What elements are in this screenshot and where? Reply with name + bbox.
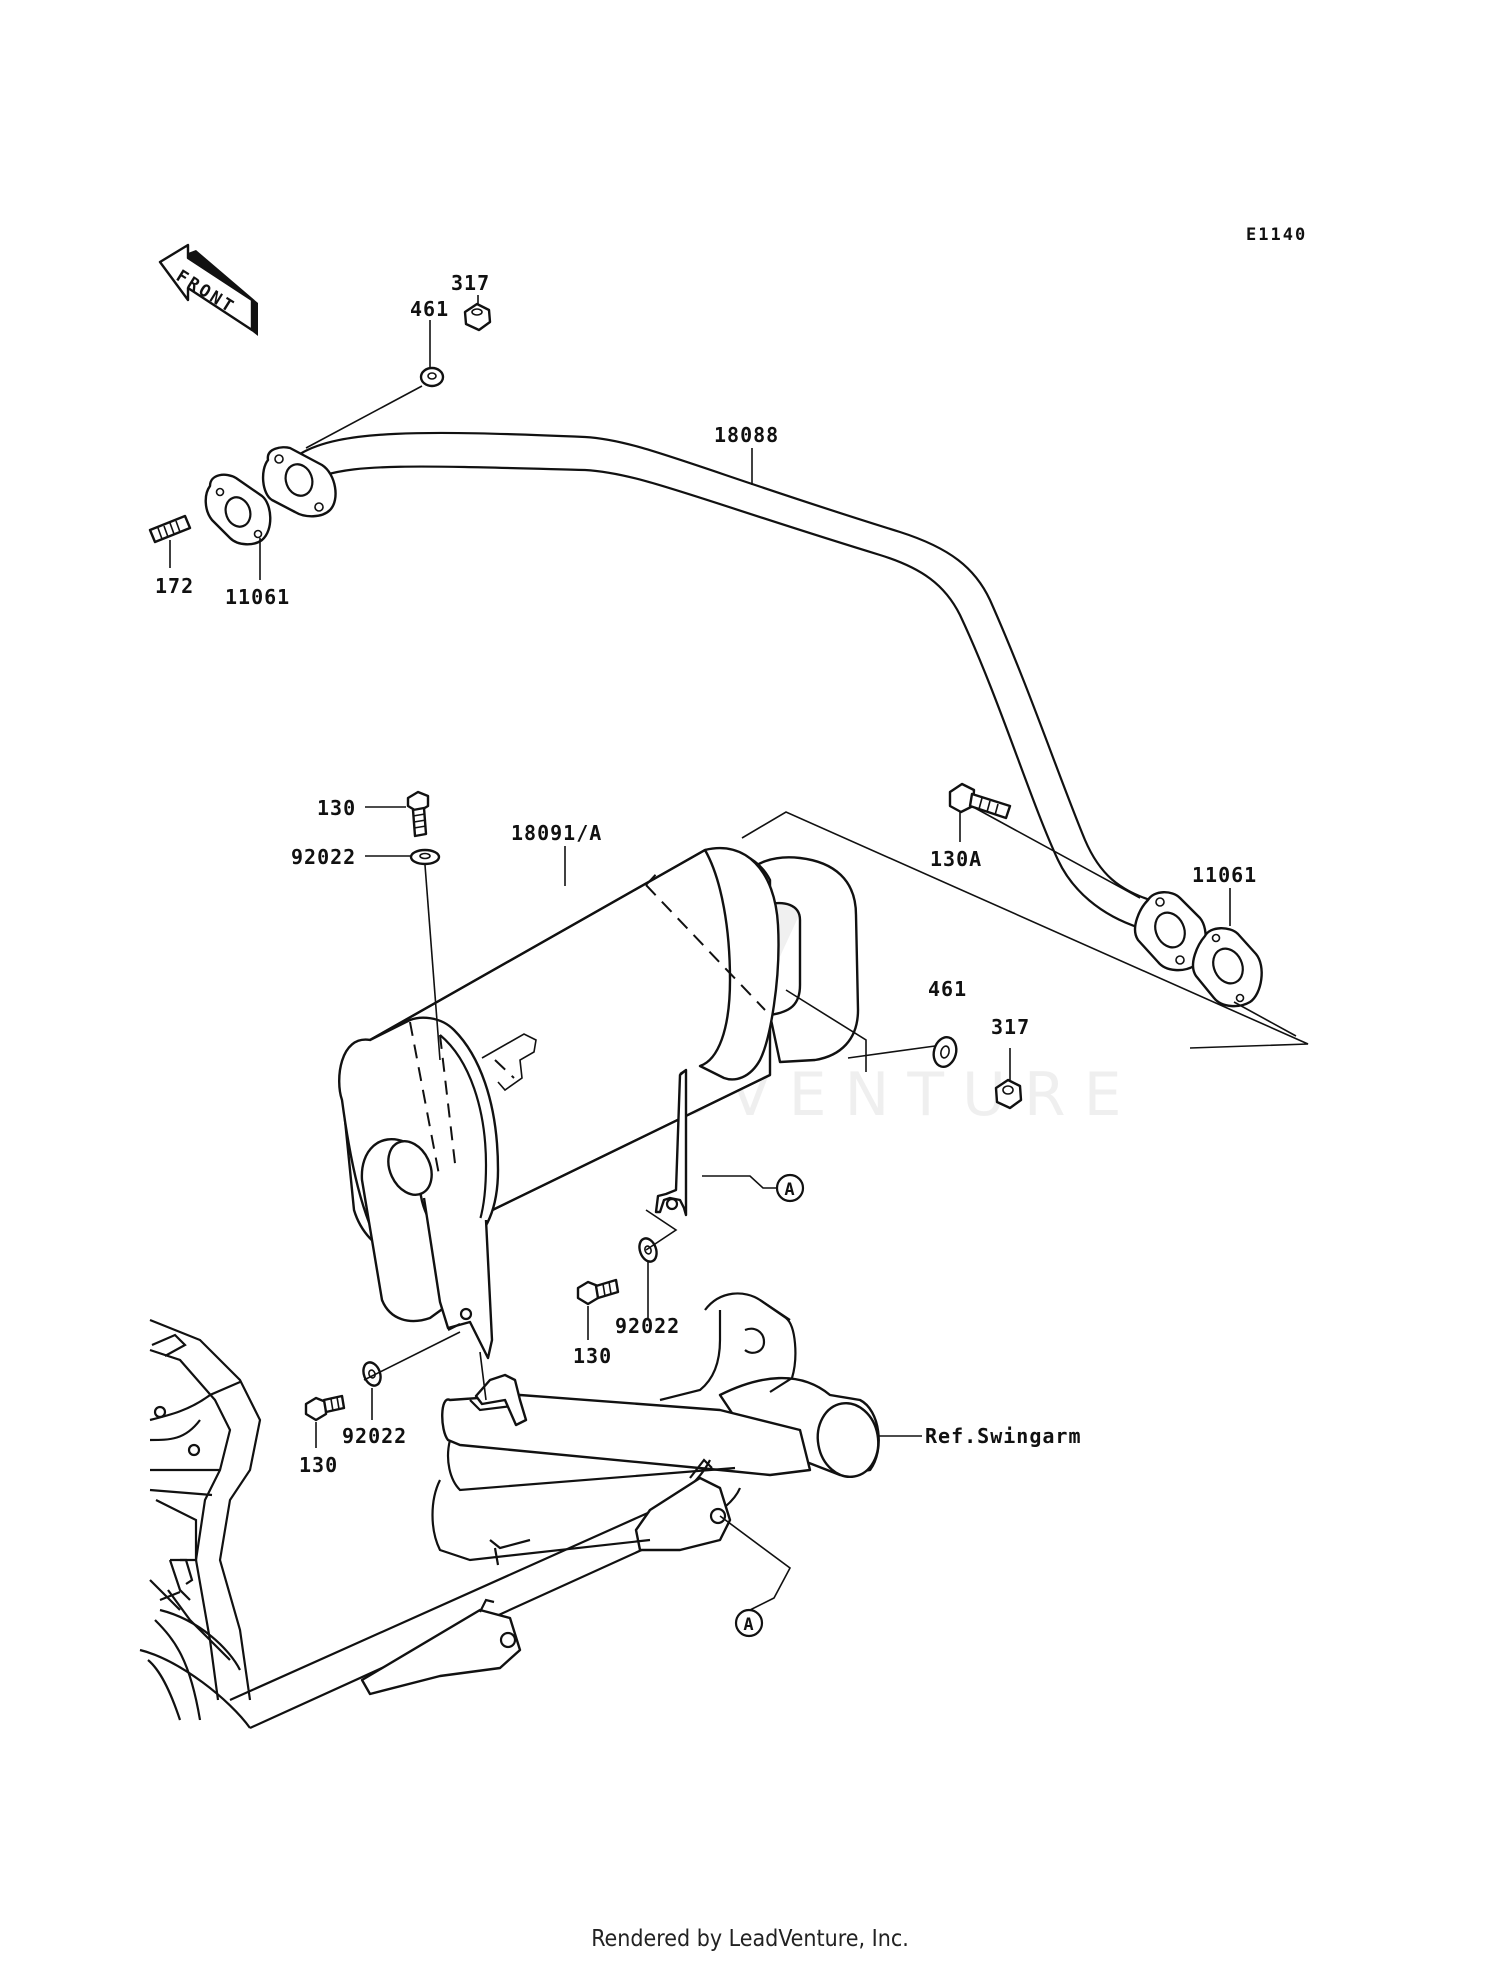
callout-bolt-muffler-top: 130: [317, 796, 356, 820]
washer-461-mid: [932, 1036, 958, 1068]
callout-bolt-lower-mid: 130: [573, 1344, 612, 1368]
lower-left-bolt: [304, 1394, 346, 1422]
callout-stud: 172: [155, 574, 194, 598]
leader-lines: [169, 295, 1297, 1611]
rear-gasket: [1191, 927, 1263, 1008]
nut-317-top: [463, 302, 492, 332]
callout-washer-lower-left: 92022: [342, 1424, 407, 1448]
callout-nut-mid: 317: [991, 1015, 1030, 1039]
muffler: [338, 811, 1309, 1360]
bolt-130a: [948, 782, 1012, 820]
callout-washer-muffler-top: 92022: [291, 845, 356, 869]
swingarm-reference: Ref.Swingarm: [925, 1424, 1082, 1448]
muffler-top-bolt: [406, 790, 430, 838]
muffler-top-washer: [409, 848, 441, 866]
washer-461-top: [419, 366, 445, 388]
callout-muffler: 18091/A: [511, 821, 602, 845]
callout-gasket-rear: 11061: [1192, 863, 1257, 887]
lower-mid-washer: [638, 1237, 658, 1263]
stud-172: [148, 514, 192, 544]
callout-washer-lower-mid: 92022: [615, 1314, 680, 1338]
callout-bolt-130a: 130A: [930, 847, 982, 871]
nut-317-mid: [994, 1078, 1023, 1110]
footer-credit: Rendered by LeadVenture, Inc.: [591, 1926, 909, 1952]
callout-exhaust-pipe: 18088: [714, 423, 779, 447]
diagram-code: E1140: [1246, 225, 1307, 245]
callout-washer-mid: 461: [928, 977, 967, 1001]
svg-text:A: A: [784, 1180, 795, 1200]
frame-swingarm: [139, 1292, 880, 1730]
exhaust-pipe: [261, 431, 1207, 972]
lower-left-washer: [362, 1361, 382, 1387]
callout-bolt-lower-left: 130: [299, 1453, 338, 1477]
callout-nut-top: 317: [451, 271, 490, 295]
svg-text:A: A: [743, 1615, 754, 1635]
lower-mid-bolt: [576, 1278, 620, 1306]
reference-mark-a-top: A: [775, 1173, 805, 1203]
reference-mark-a-bottom: A: [734, 1608, 764, 1638]
callout-gasket-front: 11061: [225, 585, 290, 609]
callout-washer-top: 461: [410, 297, 449, 321]
front-gasket: [204, 473, 272, 546]
front-arrow-icon: FRONT: [158, 243, 258, 336]
